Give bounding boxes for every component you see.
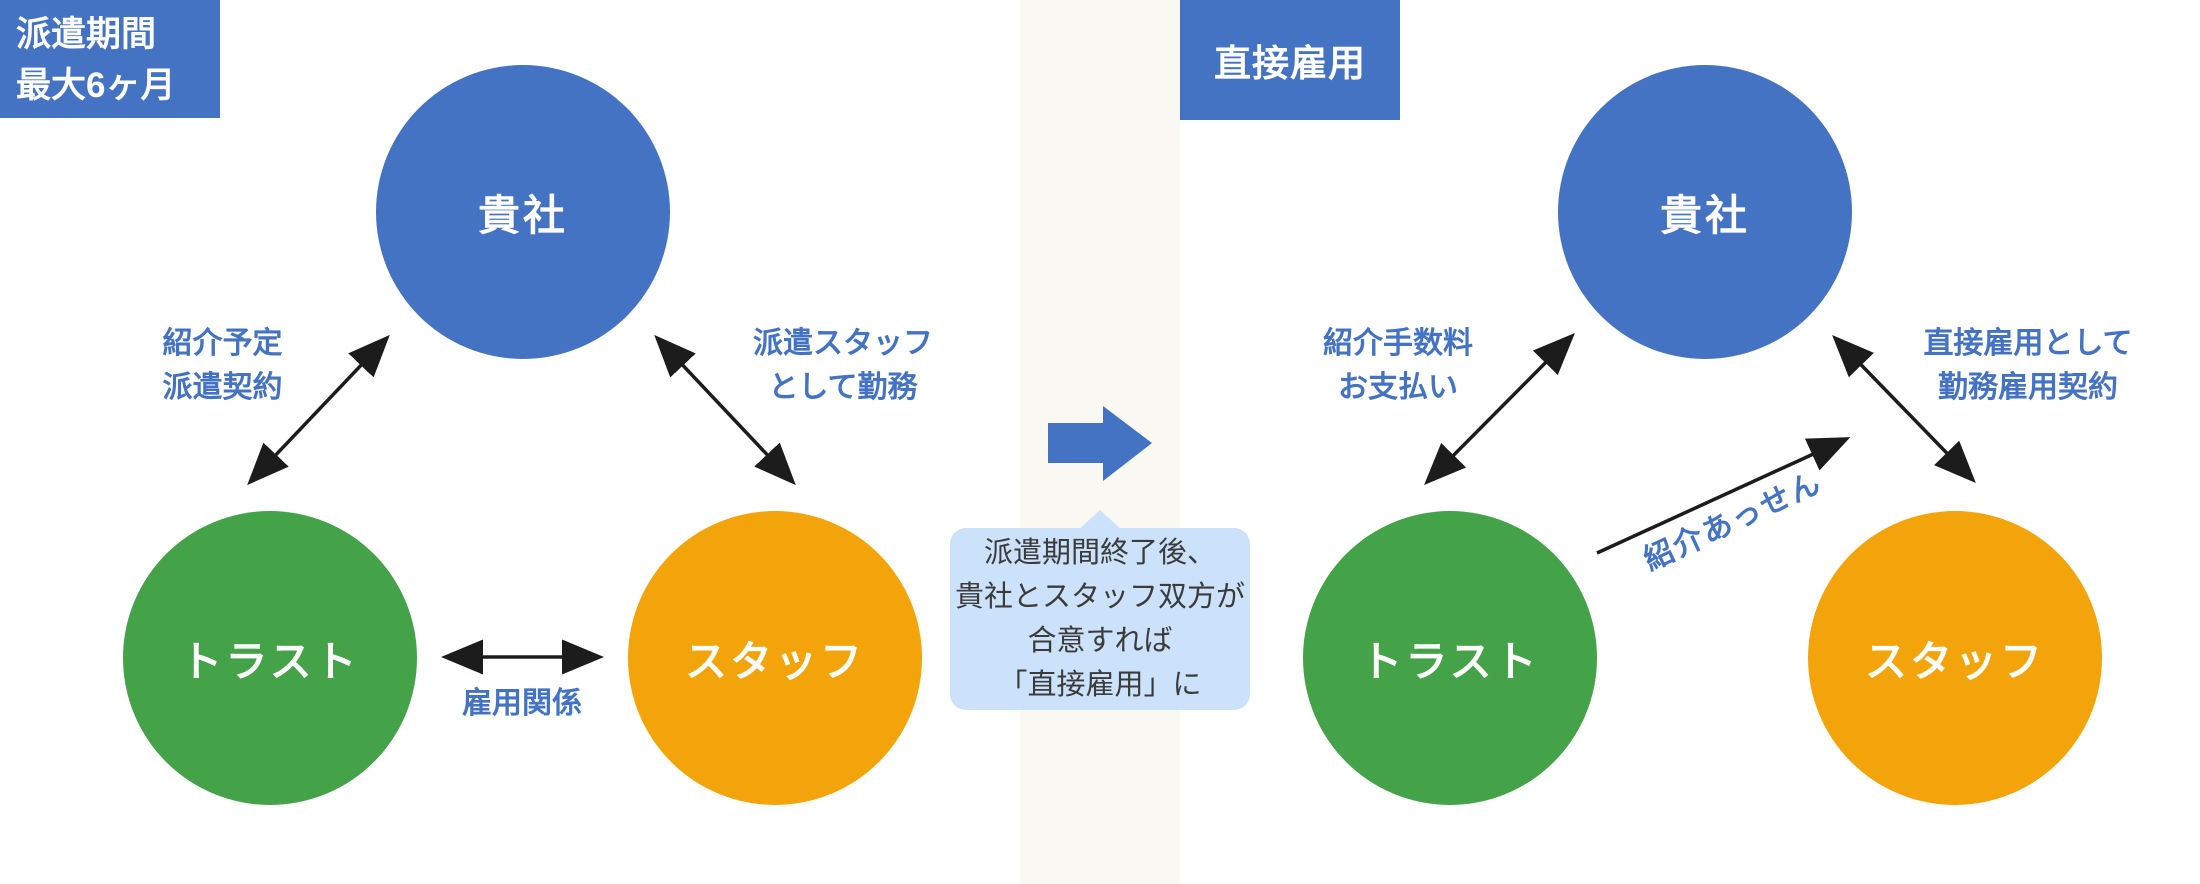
bubble-line-1: 派遣期間終了後、 — [983, 536, 1216, 569]
left-badge-line-2: 最大6ヶ月 — [16, 65, 176, 105]
right-node-staff: スタッフ — [1808, 511, 2102, 805]
left-node-staff-label: スタッフ — [684, 637, 865, 685]
right-label-referral-text: 紹介あっせん — [1638, 465, 1827, 578]
left-label-work: 派遣スタッフ として勤務 — [718, 322, 968, 409]
left-node-company: 貴社 — [376, 65, 670, 359]
right-diagram-title-badge: 直接雇用 — [1180, 0, 1400, 120]
bubble-pointer — [1078, 510, 1122, 530]
left-label-employment-text: 雇用関係 — [462, 687, 582, 720]
middle-divider-band — [1020, 0, 1180, 884]
right-label-fee-line-2: お支払い — [1338, 370, 1458, 404]
right-node-trust: トラスト — [1303, 511, 1597, 805]
left-badge-line-1: 派遣期間 — [16, 15, 157, 54]
right-label-fee: 紹介手数料 お支払い — [1288, 322, 1508, 409]
bubble-line-3: 合意すれば — [1027, 625, 1173, 657]
right-node-company-label: 貴社 — [1659, 191, 1750, 239]
left-label-contract-line-2: 派遣契約 — [162, 370, 283, 404]
transition-note-bubble: 派遣期間終了後、 貴社とスタッフ双方が 合意すれば 「直接雇用」に — [950, 528, 1250, 710]
left-label-contract: 紹介予定 派遣契約 — [120, 322, 325, 409]
right-label-referral: 紹介あっせん — [1615, 451, 1851, 592]
left-node-company-label: 貴社 — [477, 191, 568, 239]
right-label-direct-work: 直接雇用として 勤務雇用契約 — [1898, 322, 2158, 409]
right-label-direct-work-line-2: 勤務雇用契約 — [1938, 370, 2118, 404]
right-node-company: 貴社 — [1558, 65, 1852, 359]
left-label-employment: 雇用関係 — [422, 682, 622, 726]
left-node-staff: スタッフ — [628, 511, 922, 805]
right-node-trust-label: トラスト — [1360, 637, 1540, 685]
right-node-staff-label: スタッフ — [1864, 637, 2045, 685]
left-label-work-line-2: として勤務 — [768, 370, 918, 404]
bubble-line-2: 貴社とスタッフ双方が — [954, 580, 1245, 613]
right-label-direct-work-line-1: 直接雇用として — [1923, 327, 2133, 360]
bubble-line-4: 「直接雇用」に — [998, 669, 1202, 702]
left-label-work-line-1: 派遣スタッフ — [753, 327, 933, 360]
right-label-fee-line-1: 紹介手数料 — [1323, 327, 1473, 360]
right-badge-label: 直接雇用 — [1214, 43, 1366, 84]
left-node-trust: トラスト — [123, 511, 417, 805]
left-node-trust-label: トラスト — [180, 637, 360, 685]
left-diagram-title-badge: 派遣期間 最大6ヶ月 — [0, 0, 220, 118]
left-label-contract-line-1: 紹介予定 — [162, 327, 283, 360]
